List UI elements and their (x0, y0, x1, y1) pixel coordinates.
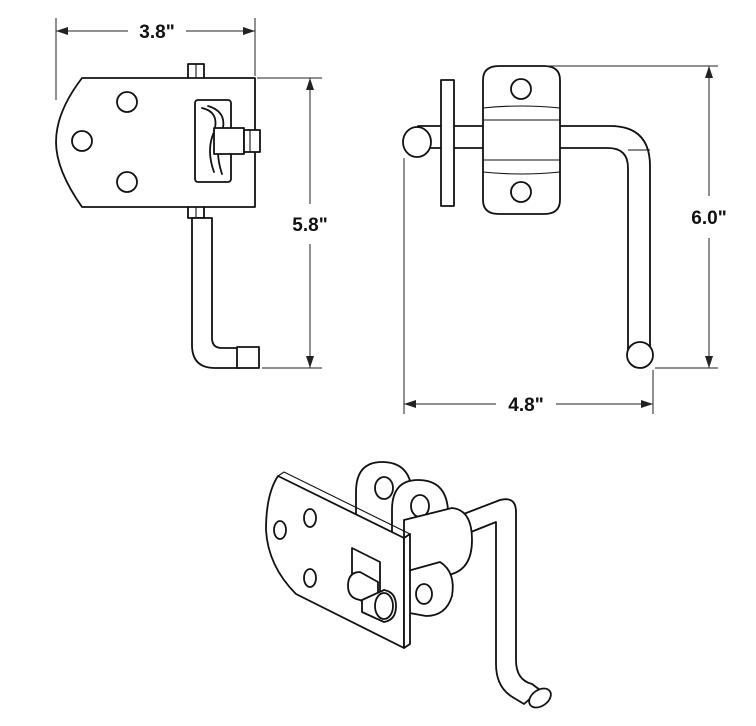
front-bolt (213, 127, 245, 155)
front-handle-rod (191, 217, 241, 369)
side-height-label: 6.0" (691, 208, 726, 229)
arrowhead (705, 66, 713, 78)
front-handle-tip (236, 346, 260, 369)
side-plate (440, 79, 455, 207)
arrowhead (306, 356, 314, 368)
side-hole (510, 181, 532, 203)
side-rod-end (402, 126, 432, 158)
arrowhead (306, 78, 314, 90)
front-view (55, 63, 261, 369)
side-width-dimension: 4.8" (403, 158, 654, 416)
iso-bolt-end (374, 592, 394, 620)
front-width-label: 3.8" (139, 22, 174, 43)
side-rod-bottom-end (626, 341, 654, 369)
front-hole (116, 171, 138, 193)
front-bolt-end (243, 129, 261, 153)
arrowhead (243, 27, 255, 35)
iso-plate-hole (303, 568, 317, 588)
iso-plate-hole (273, 520, 287, 540)
front-hole (71, 130, 93, 152)
arrowhead (705, 356, 713, 368)
side-height-dimension: 6.0" (546, 65, 727, 369)
isometric-view (265, 461, 552, 709)
iso-hole (415, 583, 433, 605)
arrowhead (404, 400, 416, 408)
side-width-label: 4.8" (508, 395, 543, 416)
front-height-dimension: 5.8" (257, 77, 328, 369)
arrowhead (56, 27, 68, 35)
front-height-label: 5.8" (292, 215, 327, 236)
front-width-dimension: 3.8" (55, 18, 256, 100)
iso-plate-hole (303, 508, 317, 528)
side-hole (510, 78, 532, 100)
iso-hole (374, 476, 394, 500)
front-hole (116, 91, 138, 113)
arrowhead (641, 400, 653, 408)
iso-plate-edge (403, 533, 411, 649)
iso-rod-end (528, 687, 552, 709)
side-view (402, 65, 654, 369)
side-bracket (482, 65, 561, 215)
